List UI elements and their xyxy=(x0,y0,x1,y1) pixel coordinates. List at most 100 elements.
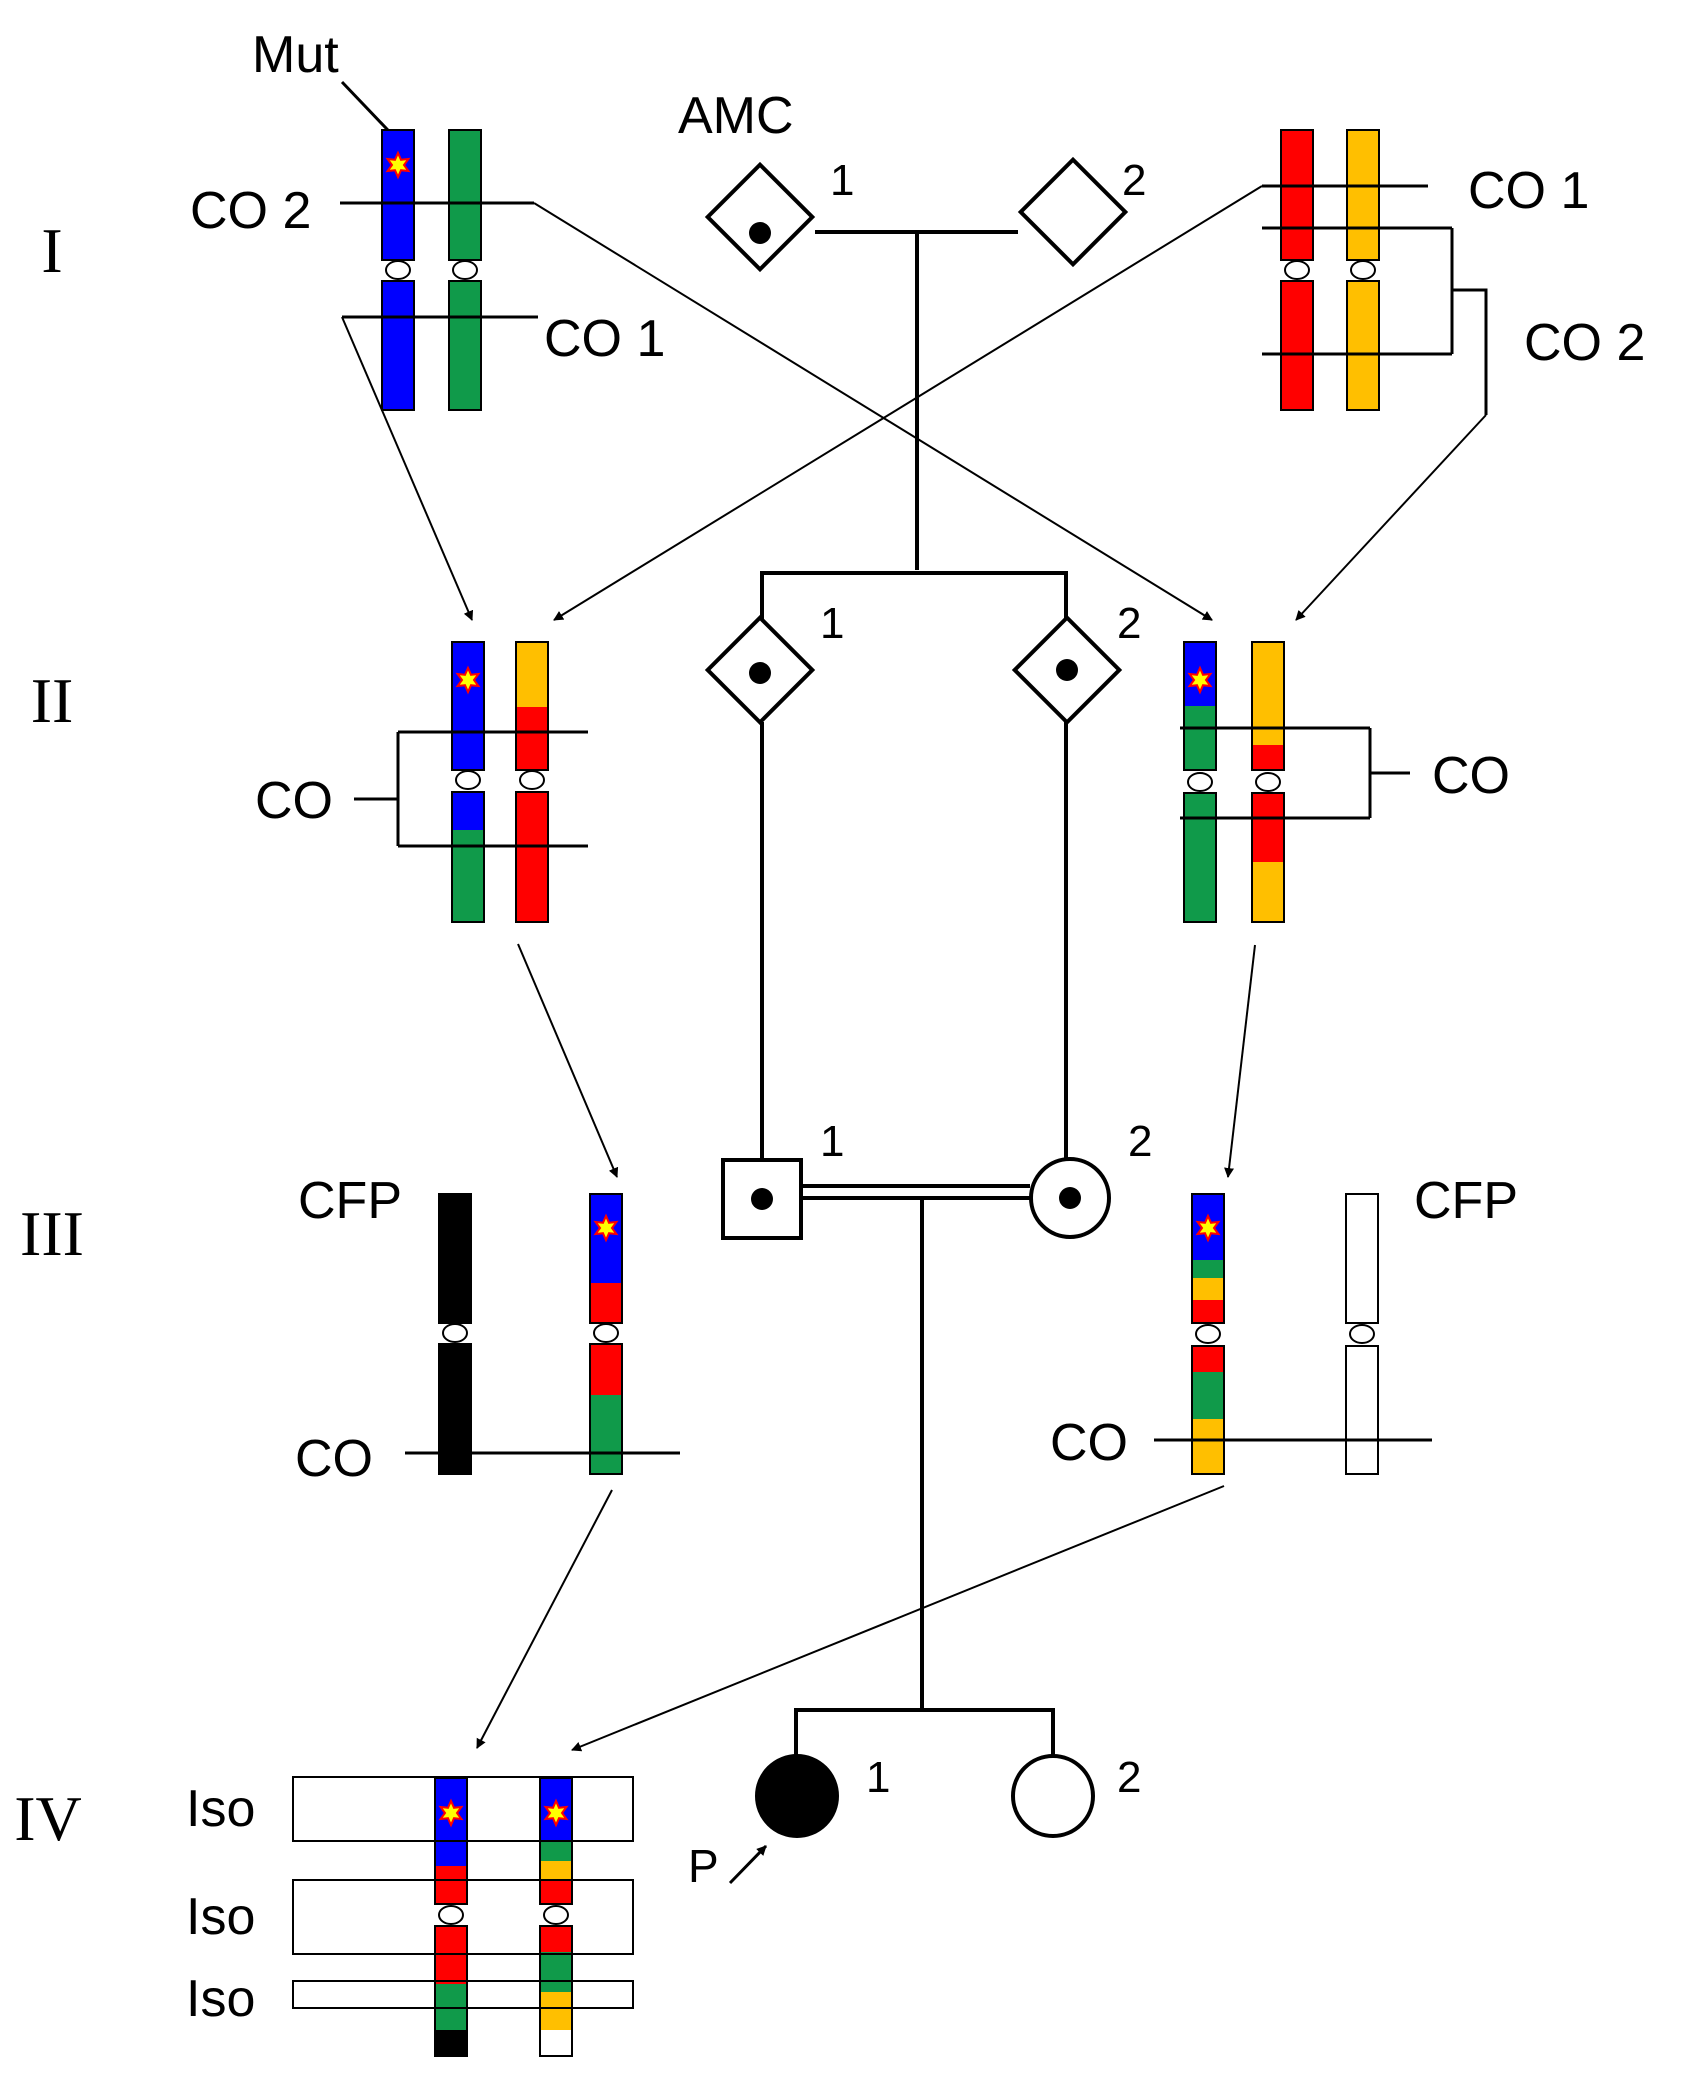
carrier-dot-icon xyxy=(751,1188,773,1210)
cfp-label: CFP xyxy=(1414,1172,1518,1230)
chromosome xyxy=(1251,641,1285,923)
chromosome xyxy=(589,1193,623,1475)
chromosome-segment xyxy=(540,1841,572,1861)
chromosome-segment xyxy=(449,130,481,260)
co1-label: CO 1 xyxy=(544,310,665,368)
chromosome-segment xyxy=(1192,1260,1224,1278)
chromosome-segment xyxy=(1192,1278,1224,1300)
chromosome-segment xyxy=(439,1194,471,1323)
individual-i2 xyxy=(1017,156,1129,268)
chromosome-segment xyxy=(452,830,484,922)
chromosome-segment xyxy=(590,1344,622,1395)
chromosome-segment xyxy=(1281,281,1313,410)
co-label: CO xyxy=(295,1430,373,1488)
pedigree-lines xyxy=(760,230,1068,1757)
individual-number: 2 xyxy=(1128,1117,1152,1166)
iso-label: Iso xyxy=(186,1970,255,2028)
chromosome-segment xyxy=(1192,1419,1224,1474)
mutation-star-icon xyxy=(1187,665,1213,695)
chromosome-arm-outline xyxy=(451,791,485,923)
chromosome-segment xyxy=(516,642,548,707)
individual-iv1 xyxy=(755,1754,839,1838)
centromere-icon xyxy=(1195,1324,1221,1344)
chromosome xyxy=(1280,129,1314,411)
amc-label: AMC xyxy=(678,87,794,145)
mutation-star-icon xyxy=(438,1798,464,1828)
chromosome-arm-outline xyxy=(589,1343,623,1475)
chromosome xyxy=(539,1777,573,2057)
centromere-icon xyxy=(519,770,545,790)
chromosome-arm-outline xyxy=(1183,641,1217,771)
individual-number: 2 xyxy=(1117,599,1141,648)
arrow-icon xyxy=(1224,944,1256,1178)
chromosome-arm-outline xyxy=(1346,280,1380,411)
centromere-icon xyxy=(1350,260,1376,280)
chromosome-segment xyxy=(1347,130,1379,260)
arrow-icon xyxy=(533,202,1213,621)
co-label: CO xyxy=(255,772,333,830)
iso-label: Iso xyxy=(186,1888,255,1946)
chromosome-segment xyxy=(1252,745,1284,770)
arrow-icon xyxy=(553,185,1263,621)
chromosome-arm-outline xyxy=(381,280,415,411)
chromosome-segment xyxy=(1252,862,1284,922)
chromosome-segment xyxy=(1192,1300,1224,1323)
iso-label: Iso xyxy=(186,1780,255,1838)
individual-number: 2 xyxy=(1117,1753,1141,1802)
mutation-star-icon xyxy=(455,665,481,695)
chromosome xyxy=(1345,1193,1379,1475)
chromosome-segment xyxy=(540,1880,572,1904)
chromosome xyxy=(515,641,549,923)
chromosome-segment xyxy=(540,1926,572,1952)
chromosome-arm-outline xyxy=(438,1343,472,1475)
chromosome xyxy=(1346,129,1380,411)
centromere-icon xyxy=(438,1905,464,1925)
chromosome-segment xyxy=(1184,793,1216,922)
chromosome-arm-outline xyxy=(1191,1193,1225,1324)
individual-iv2 xyxy=(1011,1754,1095,1838)
chromosome-segment xyxy=(1347,281,1379,410)
chromosome-segment xyxy=(382,281,414,410)
chromosome-arm-outline xyxy=(1251,792,1285,923)
individual-ii1 xyxy=(704,614,816,726)
chromosome-segment xyxy=(1184,706,1216,770)
chromosome-segment xyxy=(540,1952,572,1992)
centromere-icon xyxy=(455,770,481,790)
co2-label: CO 2 xyxy=(190,182,311,240)
crossover-lines xyxy=(340,184,1488,1455)
chromosome-arm-outline xyxy=(1280,280,1314,411)
chromosome-segment xyxy=(516,707,548,770)
chromosome-segment xyxy=(540,1992,572,2030)
chromosome-arm-outline xyxy=(434,1925,468,2057)
individual-i1 xyxy=(704,161,816,273)
chromosome-segment xyxy=(435,1866,467,1904)
centromere-icon xyxy=(543,1905,569,1925)
centromere-icon xyxy=(1284,260,1310,280)
mutation-star-icon xyxy=(385,150,411,180)
mut-label: Mut xyxy=(252,26,339,84)
generation-label-i: I xyxy=(41,215,62,286)
chromosome-segment xyxy=(590,1283,622,1323)
chromosome-arm-outline xyxy=(1345,1345,1379,1475)
chromosome-segment xyxy=(1252,793,1284,862)
chromosome xyxy=(381,129,415,411)
chromosome-arm-outline xyxy=(515,791,549,923)
centromere-icon xyxy=(1255,772,1281,792)
chromosome-arm-outline xyxy=(1345,1193,1379,1324)
chromosome-segment xyxy=(452,642,484,770)
chromosome xyxy=(1183,641,1217,923)
arrow-icon xyxy=(1295,414,1487,621)
chromosome-arm-outline xyxy=(448,280,482,411)
mutation-star-icon xyxy=(543,1798,569,1828)
individual-number: 1 xyxy=(830,156,854,205)
proband-label: P xyxy=(688,1840,719,1892)
carrier-dot-icon xyxy=(749,222,771,244)
chromosome-segment xyxy=(1346,1346,1378,1474)
crossover-arrows xyxy=(341,185,1487,1752)
chromosome-arm-outline xyxy=(1191,1345,1225,1475)
chromosome xyxy=(448,129,482,411)
centromere-icon xyxy=(593,1323,619,1343)
individual-number: 1 xyxy=(820,599,844,648)
arrow-icon xyxy=(476,1489,613,1749)
